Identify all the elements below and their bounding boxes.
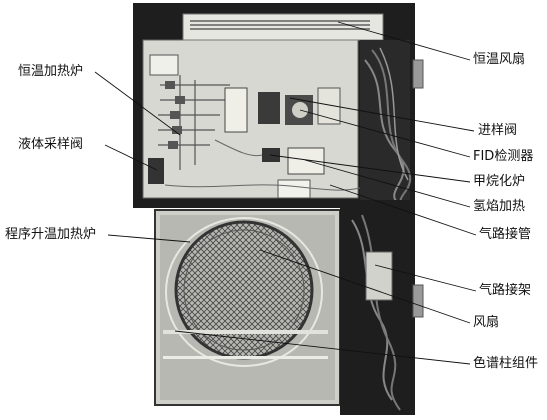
label-gas-line-rack: 气路接架	[479, 283, 532, 298]
injection-valve-shape	[224, 87, 248, 133]
label-constant-temp-fan: 恒温风扇	[473, 52, 526, 67]
label-constant-temp-oven: 恒温加热炉	[18, 64, 84, 79]
fan-grille	[174, 220, 314, 360]
liquid-sampling-valve-shape	[148, 158, 164, 184]
constant-temp-oven-block	[149, 54, 179, 76]
label-fan: 风扇	[473, 315, 500, 330]
gas-line-rack-shape	[365, 251, 393, 301]
label-gas-line-tubing: 气路接管	[479, 227, 532, 242]
label-fid-detector: FID检测器	[473, 149, 534, 164]
leader-lines	[94, 21, 477, 365]
label-methanizer: 甲烷化炉	[473, 174, 526, 189]
lower-oven	[154, 200, 424, 415]
label-injection-valve: 进样阀	[478, 123, 518, 138]
hydrogen-flame-heater-shape	[287, 147, 325, 175]
label-column-assembly: 色谱柱组件	[473, 356, 539, 371]
label-programmed-temp-oven: 程序升温加热炉	[5, 227, 97, 242]
label-hydrogen-flame-heater: 氢焰加热	[473, 199, 526, 214]
column-coil	[165, 217, 323, 367]
label-liquid-sampling-valve: 液体采样阀	[18, 137, 84, 152]
upper-cabinet	[133, 3, 424, 209]
